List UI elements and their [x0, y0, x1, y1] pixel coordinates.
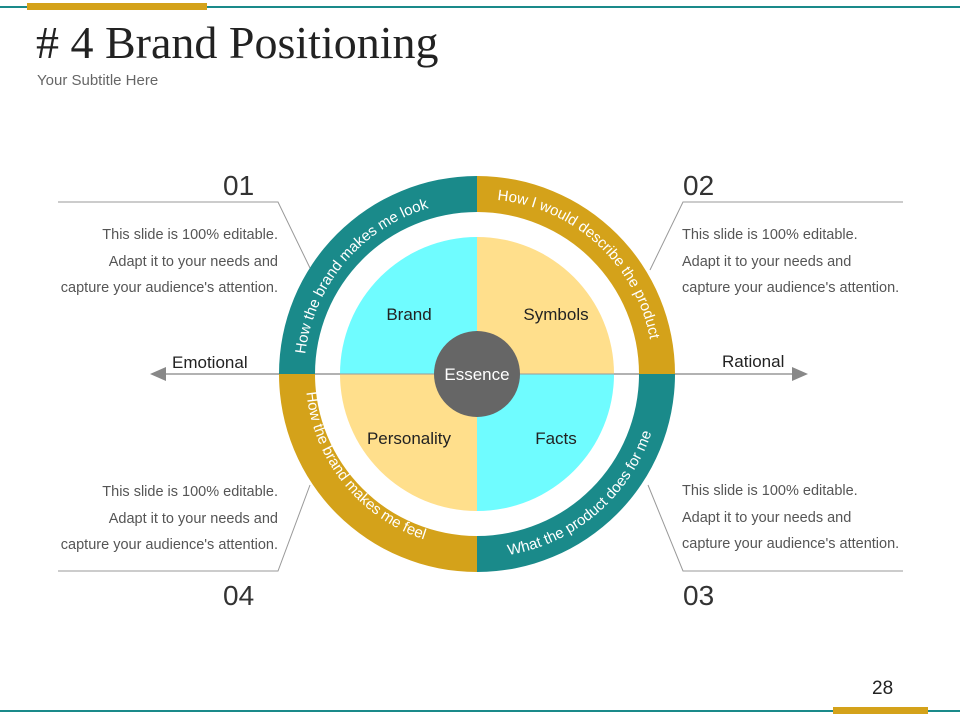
quadrant-label-brand: Brand [386, 305, 431, 324]
ring-segment-bottom-left [279, 374, 477, 572]
ring-segment-top-right [477, 176, 675, 374]
top-rule [0, 6, 960, 8]
callout-text-line: Adapt it to your needs and [682, 509, 852, 526]
callout-text-line: Adapt it to your needs and [682, 253, 852, 270]
bottom-rule [0, 710, 960, 712]
page-number: 28 [872, 678, 894, 699]
callout-line-01 [58, 201, 311, 269]
callout-text-line: This slide is 100% editable. [682, 483, 858, 499]
callout-line-02 [649, 201, 903, 271]
callout-text-line: capture your audience's attention. [682, 536, 900, 552]
callout-text-line: capture your audience's attention. [60, 280, 278, 296]
ring-segment-bottom-right [477, 374, 675, 572]
callout-number-02: 02 [683, 170, 715, 201]
quadrant-facts [477, 374, 614, 511]
callout-text-04: This slide is 100% editable. Adapt it to… [48, 479, 278, 559]
callout-line-04 [58, 484, 311, 572]
quadrant-label-symbols: Symbols [523, 305, 588, 324]
callout-text-line: Adapt it to your needs and [108, 510, 278, 527]
callout-text-03: This slide is 100% editable. Adapt it to… [682, 478, 912, 558]
essence-label: Essence [444, 365, 509, 384]
callout-lines [58, 201, 903, 572]
callout-text-line: This slide is 100% editable. [102, 484, 278, 500]
callout-number-01: 01 [223, 170, 255, 201]
slide-subtitle: Your Subtitle Here [37, 72, 159, 89]
quadrant-symbols [477, 237, 614, 374]
axis-label-rational: Rational [722, 352, 784, 371]
axis-arrow-right [792, 367, 808, 381]
callout-text-line: This slide is 100% editable. [682, 227, 858, 243]
top-accent-bar [27, 3, 207, 10]
axis-label-emotional: Emotional [172, 353, 248, 372]
quadrant-brand [340, 237, 477, 374]
quadrant-personality [340, 374, 477, 511]
ring-segment-top-left [279, 176, 477, 374]
callout-text-line: This slide is 100% editable. [102, 227, 278, 243]
quadrant-label-personality: Personality [367, 429, 452, 448]
callout-number-03: 03 [683, 580, 715, 611]
slide-title: # 4 Brand Positioning [36, 17, 439, 68]
callout-text-line: Adapt it to your needs and [108, 253, 278, 270]
essence-circle [434, 331, 520, 417]
quadrant-label-facts: Facts [535, 429, 577, 448]
bottom-accent-bar [833, 707, 928, 714]
callout-text-01: This slide is 100% editable. Adapt it to… [48, 222, 278, 302]
callout-text-02: This slide is 100% editable. Adapt it to… [682, 222, 912, 302]
callout-text-line: capture your audience's attention. [682, 280, 900, 296]
callout-line-03 [647, 484, 903, 572]
axis-arrow-left [150, 367, 166, 381]
callout-number-04: 04 [223, 580, 255, 611]
callout-text-line: capture your audience's attention. [60, 537, 278, 553]
